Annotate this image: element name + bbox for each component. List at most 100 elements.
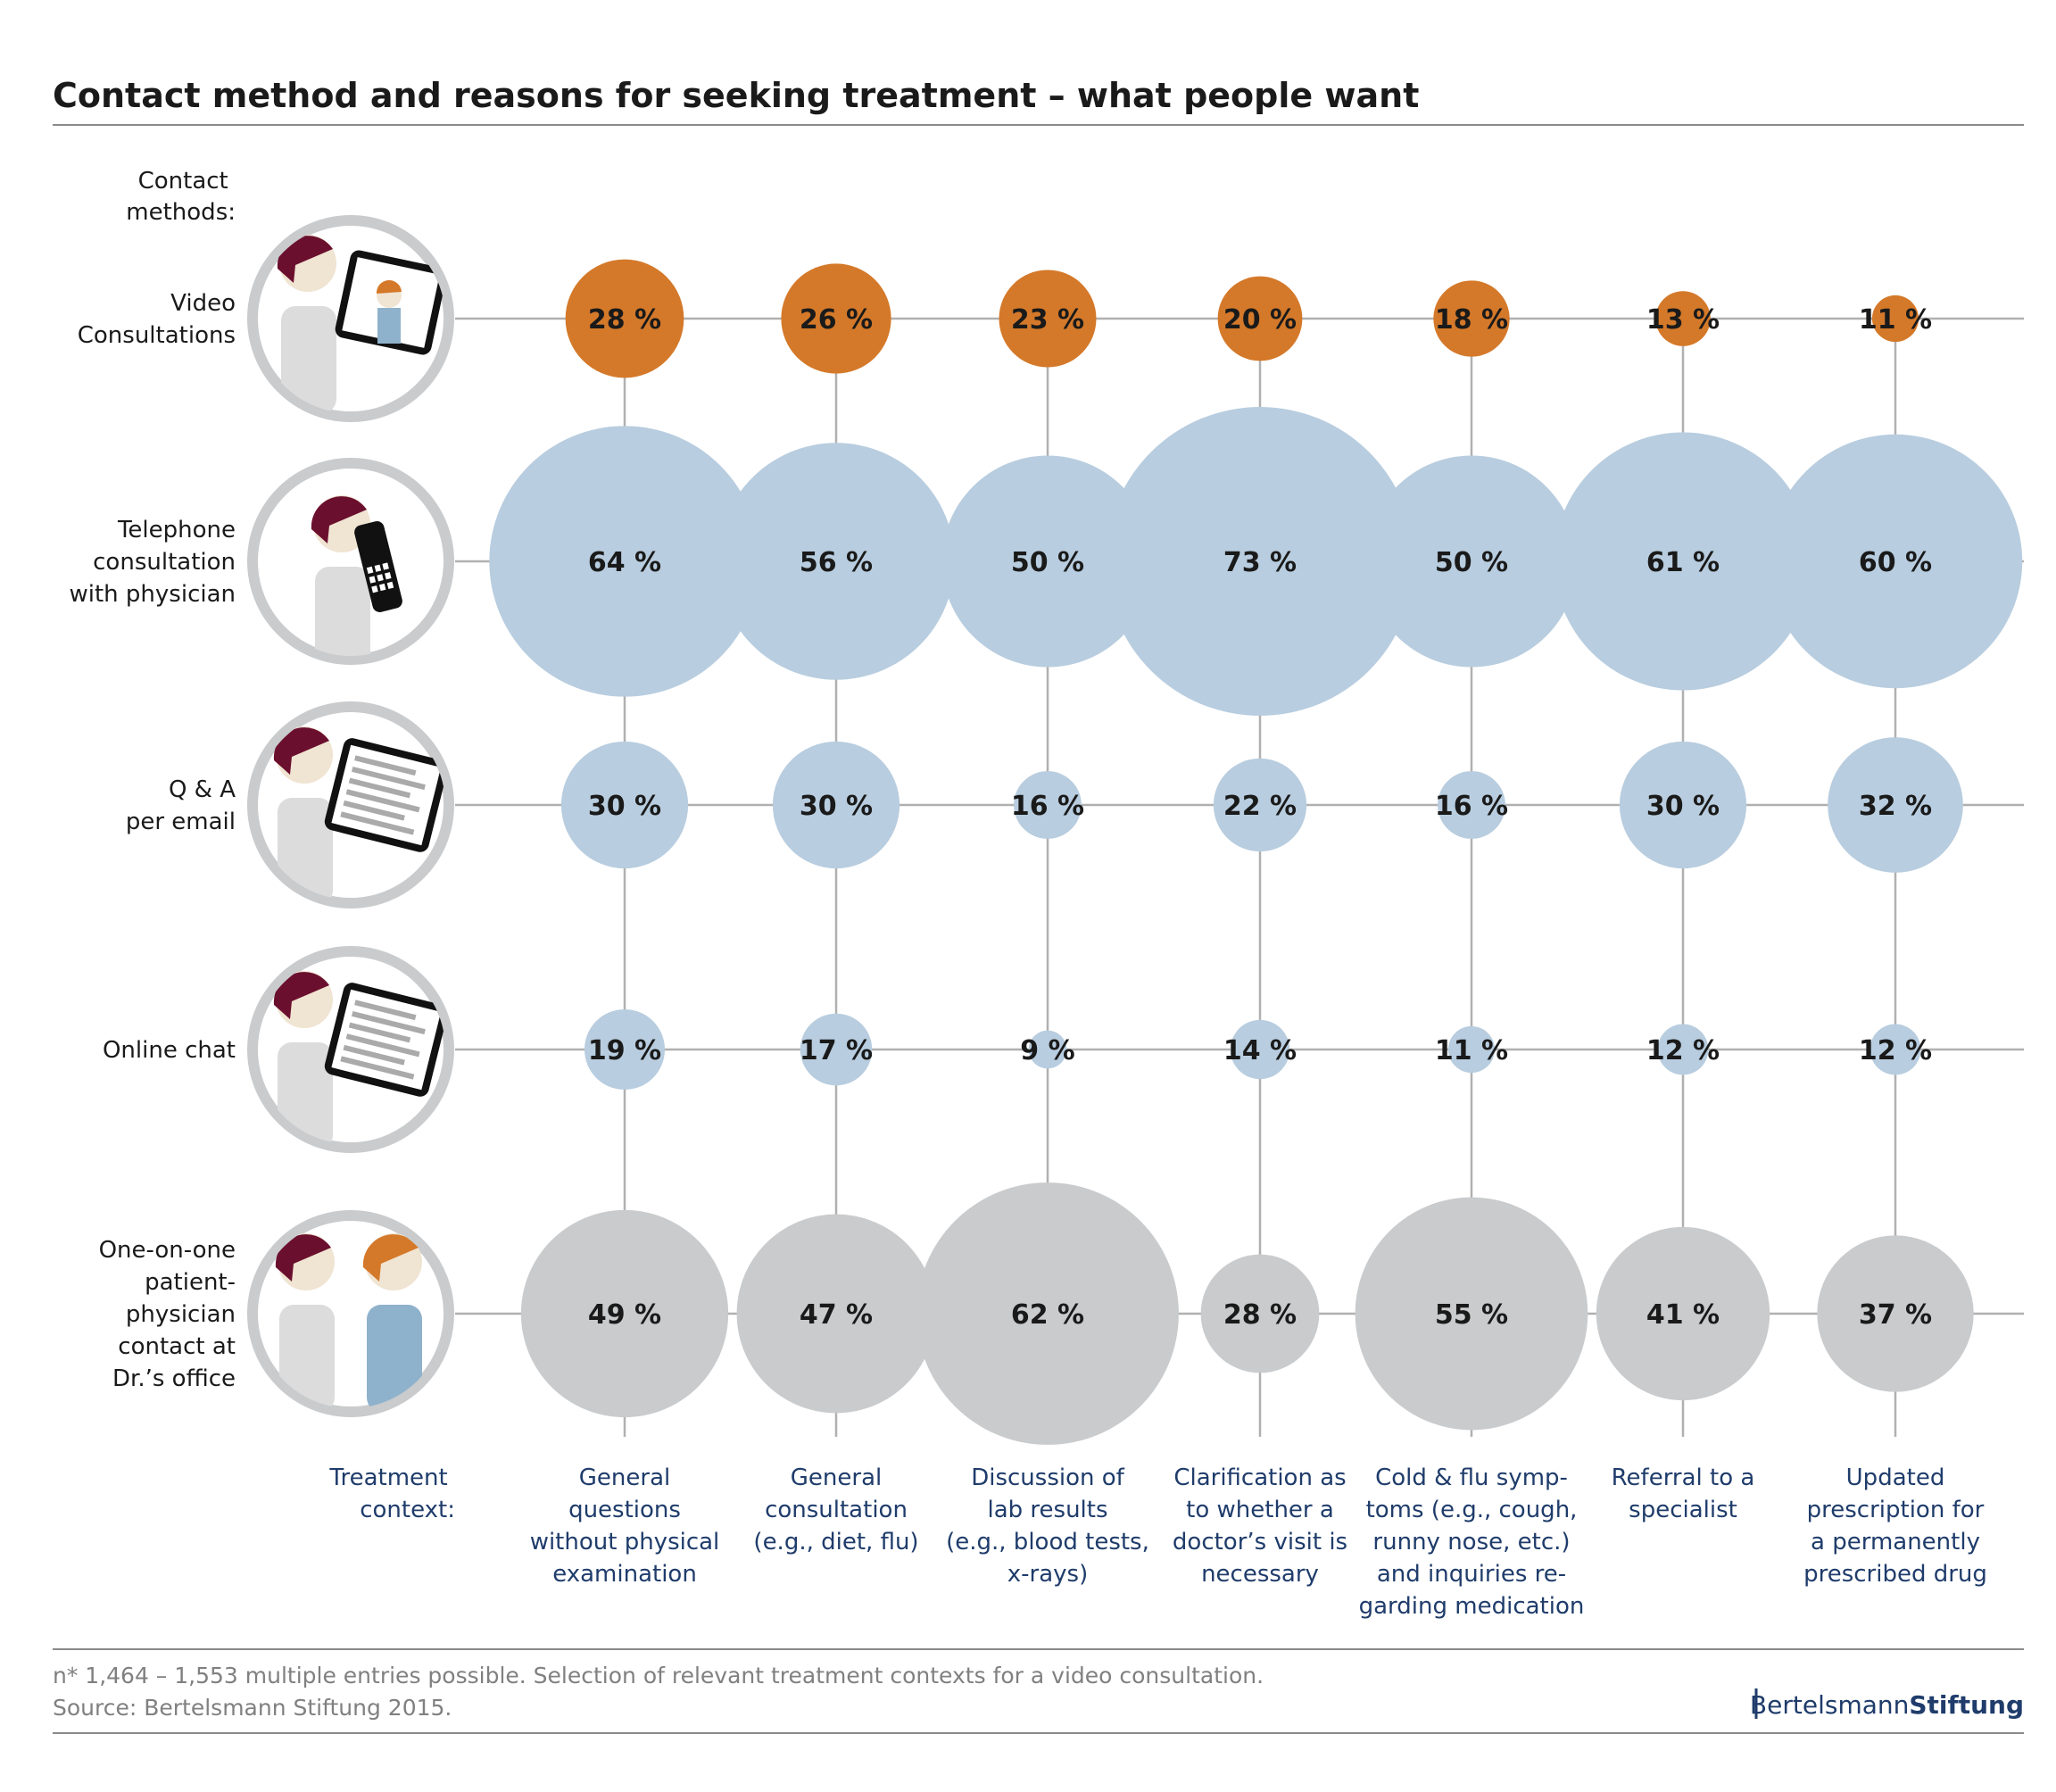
bubble-value-label: 23 %	[1011, 304, 1084, 336]
bubble-circle	[1200, 1254, 1320, 1373]
bubble-value-label: 16 %	[1011, 791, 1084, 822]
col-header-line-1: Treatment	[328, 1464, 447, 1491]
bubble-value-label: 20 %	[1223, 304, 1297, 336]
bubble-value-label: 11 %	[1859, 304, 1932, 336]
row-header-line-1: Contact	[138, 168, 228, 195]
column-label-line: consultation	[765, 1497, 908, 1523]
bubble-telephone: 50 %	[941, 455, 1154, 668]
bubble-value-label: 30 %	[800, 791, 873, 822]
bubble-circle	[1655, 291, 1711, 346]
bubble-circle	[1596, 1226, 1770, 1401]
bubble-chat: 12 %	[1646, 1024, 1720, 1075]
footnote: n* 1,464 – 1,553 multiple entries possib…	[53, 1663, 1264, 1688]
bubble-value-label: 61 %	[1646, 547, 1720, 578]
row-label-line: Q & A	[169, 776, 236, 803]
logo-part-2: Stiftung	[1909, 1690, 2024, 1720]
bubble-telephone: 64 %	[489, 426, 760, 697]
bubble-email: 16 %	[1011, 771, 1084, 839]
bubble-value-label: 18 %	[1435, 304, 1508, 336]
col-header-line-2: context:	[360, 1497, 455, 1523]
bubble-value-label: 28 %	[588, 304, 661, 336]
bubble-value-label: 73 %	[1223, 547, 1297, 578]
row-label-line: Online chat	[103, 1037, 236, 1064]
bubble-video: 20 %	[1217, 276, 1303, 361]
bubble-email: 22 %	[1213, 758, 1307, 852]
column-label-line: to whether a	[1186, 1497, 1334, 1523]
bubble-circle	[1365, 455, 1578, 668]
column-label-line: Cold & flu symp-	[1375, 1464, 1568, 1491]
bubble-circle	[916, 1182, 1179, 1445]
bubble-circle	[1657, 1024, 1709, 1075]
column-label-line: (e.g., diet, flu)	[753, 1529, 918, 1556]
bubble-circle	[800, 1013, 873, 1086]
bubble-value-label: 14 %	[1223, 1035, 1297, 1066]
row-label-line: One-on-one	[99, 1237, 236, 1264]
bubble-telephone: 50 %	[1365, 455, 1578, 668]
column-label-line: (e.g., blood tests,	[946, 1529, 1149, 1556]
bubble-value-label: 11 %	[1435, 1035, 1508, 1066]
chart-title: Contact method and reasons for seeking t…	[53, 76, 1419, 115]
bubble-circle	[736, 1214, 936, 1414]
bubble-value-label: 62 %	[1011, 1299, 1084, 1331]
bubble-video: 23 %	[999, 270, 1097, 368]
bubble-circle	[1447, 1025, 1496, 1074]
bubble-value-label: 9 %	[1020, 1035, 1074, 1066]
bubble-value-label: 32 %	[1859, 791, 1932, 822]
email-qa-icon	[247, 701, 454, 908]
bubble-circle	[489, 426, 760, 697]
bubble-circle	[1871, 295, 1919, 343]
column-label-line: questions	[568, 1497, 681, 1523]
telephone-consultation-icon	[247, 458, 454, 665]
bubble-circle	[1213, 758, 1307, 852]
bubble-circle	[565, 259, 684, 378]
row-label-line: Telephone	[117, 517, 236, 543]
column-label-line: specialist	[1629, 1497, 1737, 1523]
bubble-circle	[1217, 276, 1303, 361]
bubble-circle	[781, 263, 891, 374]
bubble-circle	[1106, 407, 1414, 716]
bubble-office: 55 %	[1355, 1197, 1588, 1431]
column-label-line: General	[791, 1464, 882, 1491]
bubble-value-label: 49 %	[588, 1299, 661, 1331]
column-label-line: garding medication	[1359, 1593, 1585, 1620]
bubble-chat: 11 %	[1435, 1025, 1508, 1074]
bubble-circle	[560, 741, 689, 869]
bubble-video: 13 %	[1646, 291, 1720, 346]
column-label-line: runny nose, etc.)	[1372, 1529, 1570, 1556]
source-note: Source: Bertelsmann Stiftung 2015.	[53, 1695, 452, 1721]
row-label-line: contact at	[118, 1333, 236, 1360]
bubble-circle	[1014, 771, 1082, 839]
row-label-line: Video	[170, 290, 236, 317]
bubble-value-label: 64 %	[588, 547, 661, 578]
column-label-line: doctor’s visit is	[1173, 1529, 1347, 1556]
column-label-line: lab results	[987, 1497, 1107, 1523]
bubble-value-label: 13 %	[1646, 304, 1720, 336]
bertelsmann-stiftung-logo: BertelsmannStiftung	[1750, 1690, 2024, 1720]
bubbles: 28 %26 %23 %20 %18 %13 %11 %64 %56 %50 %…	[489, 259, 2023, 1445]
bubble-circle	[1817, 1235, 1974, 1392]
row-label-line: Consultations	[78, 322, 236, 349]
column-label-line: examination	[552, 1561, 697, 1588]
bubble-telephone: 56 %	[717, 443, 955, 680]
row-header: Contact methods:	[126, 168, 236, 226]
video-consultation-icon	[247, 215, 454, 422]
bubble-office: 41 %	[1596, 1226, 1770, 1401]
bubble-value-label: 12 %	[1646, 1035, 1720, 1066]
bubble-office: 49 %	[520, 1209, 729, 1418]
bubble-circle	[1355, 1197, 1588, 1431]
bubble-office: 62 %	[916, 1182, 1179, 1445]
column-label-line: a permanently	[1811, 1529, 1980, 1556]
bubble-circle	[584, 1008, 666, 1091]
contact-method-icons	[247, 215, 454, 1417]
